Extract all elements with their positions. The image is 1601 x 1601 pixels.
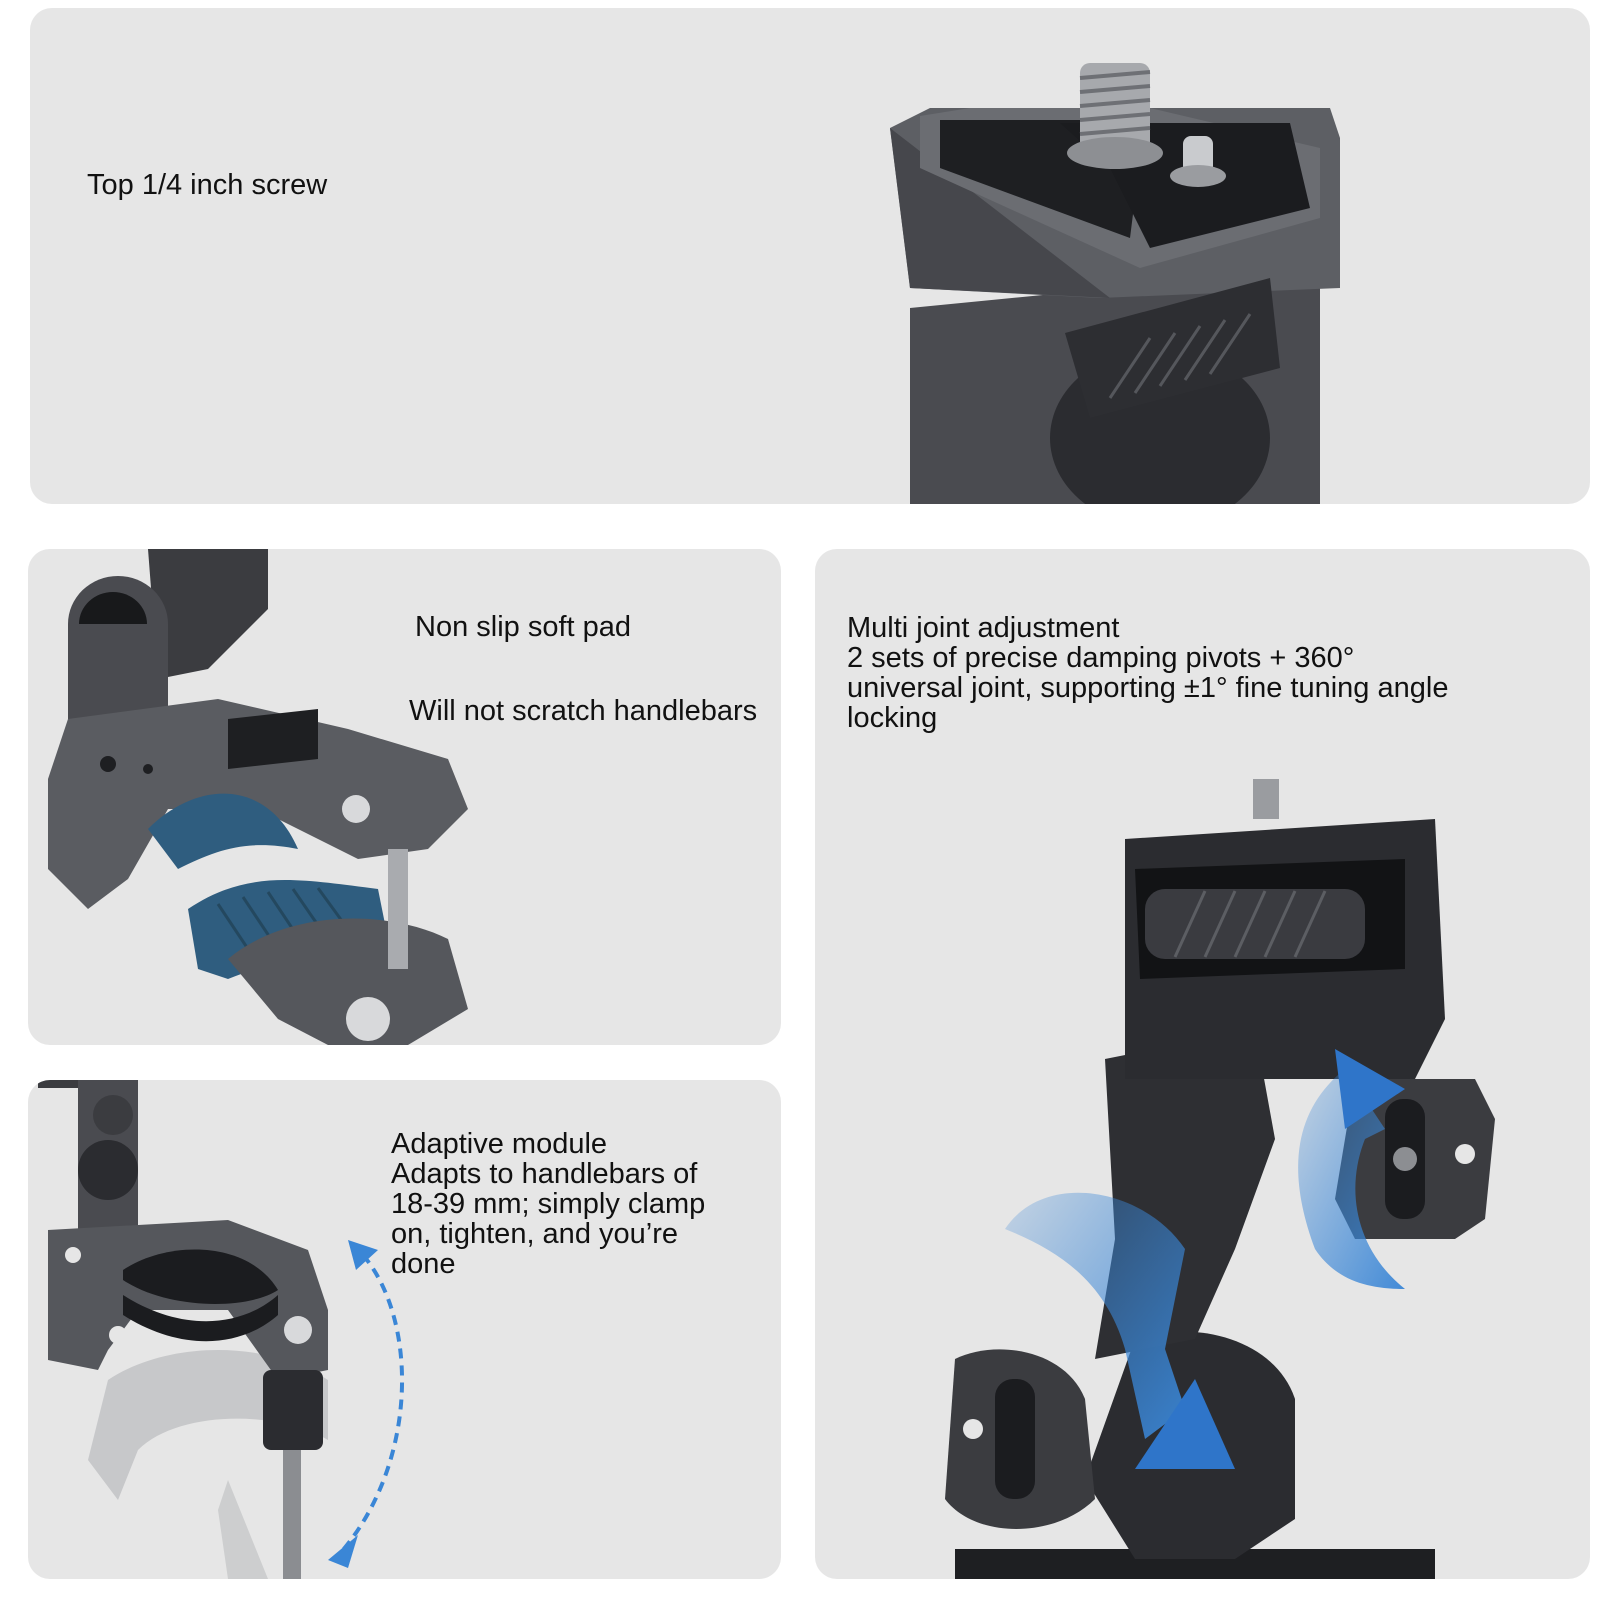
soft-pad-caption: Non slip soft pad xyxy=(415,611,632,643)
top-screw-panel: Top 1/4 inch screw xyxy=(30,8,1590,504)
multi-joint-line-3: locking xyxy=(847,702,938,734)
soft-pad-panel: Non slip soft pad Will not scratch handl… xyxy=(28,549,781,1045)
handlebar-clamp-image xyxy=(48,549,468,1045)
adaptive-line-1: Adapts to handlebars of xyxy=(391,1158,698,1190)
adaptive-heading: Adaptive module xyxy=(391,1128,608,1160)
multi-joint-line-2: universal joint, supporting ±1° fine tun… xyxy=(847,672,1449,704)
adaptive-line-4: done xyxy=(391,1248,456,1280)
adaptive-line-2: 18-39 mm; simply clamp xyxy=(391,1188,706,1220)
multi-joint-panel: Multi joint adjustment 2 sets of precise… xyxy=(815,549,1590,1579)
multi-joint-heading: Multi joint adjustment xyxy=(847,612,1120,644)
adaptive-module-panel: Adaptive module Adapts to handlebars of … xyxy=(28,1080,781,1579)
screw-mount-image xyxy=(890,63,1340,504)
adaptive-line-3: on, tighten, and you’re xyxy=(391,1218,678,1250)
adaptive-clamp-image xyxy=(38,1080,328,1579)
no-scratch-caption: Will not scratch handlebars xyxy=(409,695,758,727)
range-arrow-icon xyxy=(328,1240,405,1568)
multi-joint-line-1: 2 sets of precise damping pivots + 360° xyxy=(847,642,1355,674)
top-screw-caption: Top 1/4 inch screw xyxy=(87,169,328,201)
swivel-joint-image xyxy=(945,779,1495,1579)
rotation-arrow-icon xyxy=(1005,1049,1405,1469)
